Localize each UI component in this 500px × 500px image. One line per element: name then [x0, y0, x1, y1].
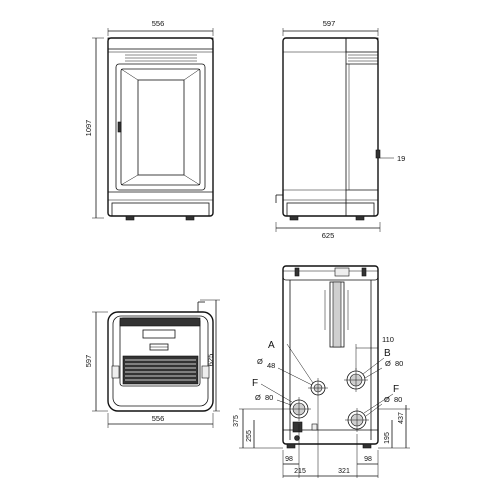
side-view: 597 19 625: [275, 19, 405, 240]
dim-321: 321: [338, 468, 350, 475]
top-back-strip: [119, 317, 201, 327]
dim-98-left: 98: [285, 456, 293, 463]
rear-foot-right: [362, 443, 372, 449]
front-foot-right: [185, 215, 195, 221]
rear-body: [282, 265, 379, 445]
diameter-symbol-f-right: Ø: [384, 395, 390, 404]
top-hopper-lid: [142, 329, 176, 339]
diameter-a: 48: [267, 361, 275, 370]
label-f-left: F: [252, 378, 258, 389]
side-foot-left: [289, 215, 299, 221]
rear-view: A Ø 48 B Ø 80 110 F Ø 80 F: [233, 265, 410, 478]
side-handle: [375, 149, 381, 159]
side-width-label: 597: [323, 19, 336, 28]
rear-switch: [294, 435, 300, 441]
rear-foot-left: [286, 443, 296, 449]
label-f-right: F: [393, 384, 399, 395]
rear-socket: [292, 421, 303, 433]
door-handle: [117, 121, 122, 133]
dim-98-right: 98: [364, 456, 372, 463]
side-depth-label: 625: [322, 231, 335, 240]
front-door: [115, 63, 206, 191]
side-body: [282, 37, 379, 217]
dim-215: 215: [294, 468, 306, 475]
diameter-b: 80: [395, 359, 403, 368]
dim-195: 195: [384, 432, 391, 444]
side-offset-label: 19: [397, 154, 405, 163]
top-depth-label: 597: [84, 355, 93, 368]
front-glass: [137, 79, 185, 176]
diameter-f-left: 80: [265, 393, 273, 402]
dim-255: 255: [246, 430, 253, 442]
label-a: A: [268, 340, 275, 351]
diameter-symbol-a: Ø: [257, 357, 263, 366]
front-view: 556 1097: [84, 19, 214, 221]
dim-375: 375: [233, 415, 240, 427]
front-foot-left: [125, 215, 135, 221]
front-width-label: 556: [152, 19, 165, 28]
top-view: 597 556 625: [84, 299, 220, 428]
top-overall-label: 625: [206, 354, 215, 367]
top-body: [107, 311, 214, 412]
front-body: [107, 37, 214, 217]
diameter-f-right: 80: [394, 395, 402, 404]
dim-110: 110: [382, 335, 394, 344]
label-b: B: [384, 348, 391, 359]
front-top-cap: [107, 37, 214, 50]
diameter-symbol-b: Ø: [385, 359, 391, 368]
diameter-symbol-f-left: Ø: [255, 393, 261, 402]
front-height-label: 1097: [84, 120, 93, 137]
top-width-label: 556: [152, 414, 165, 423]
dim-437: 437: [398, 412, 405, 424]
side-foot-right: [355, 215, 365, 221]
